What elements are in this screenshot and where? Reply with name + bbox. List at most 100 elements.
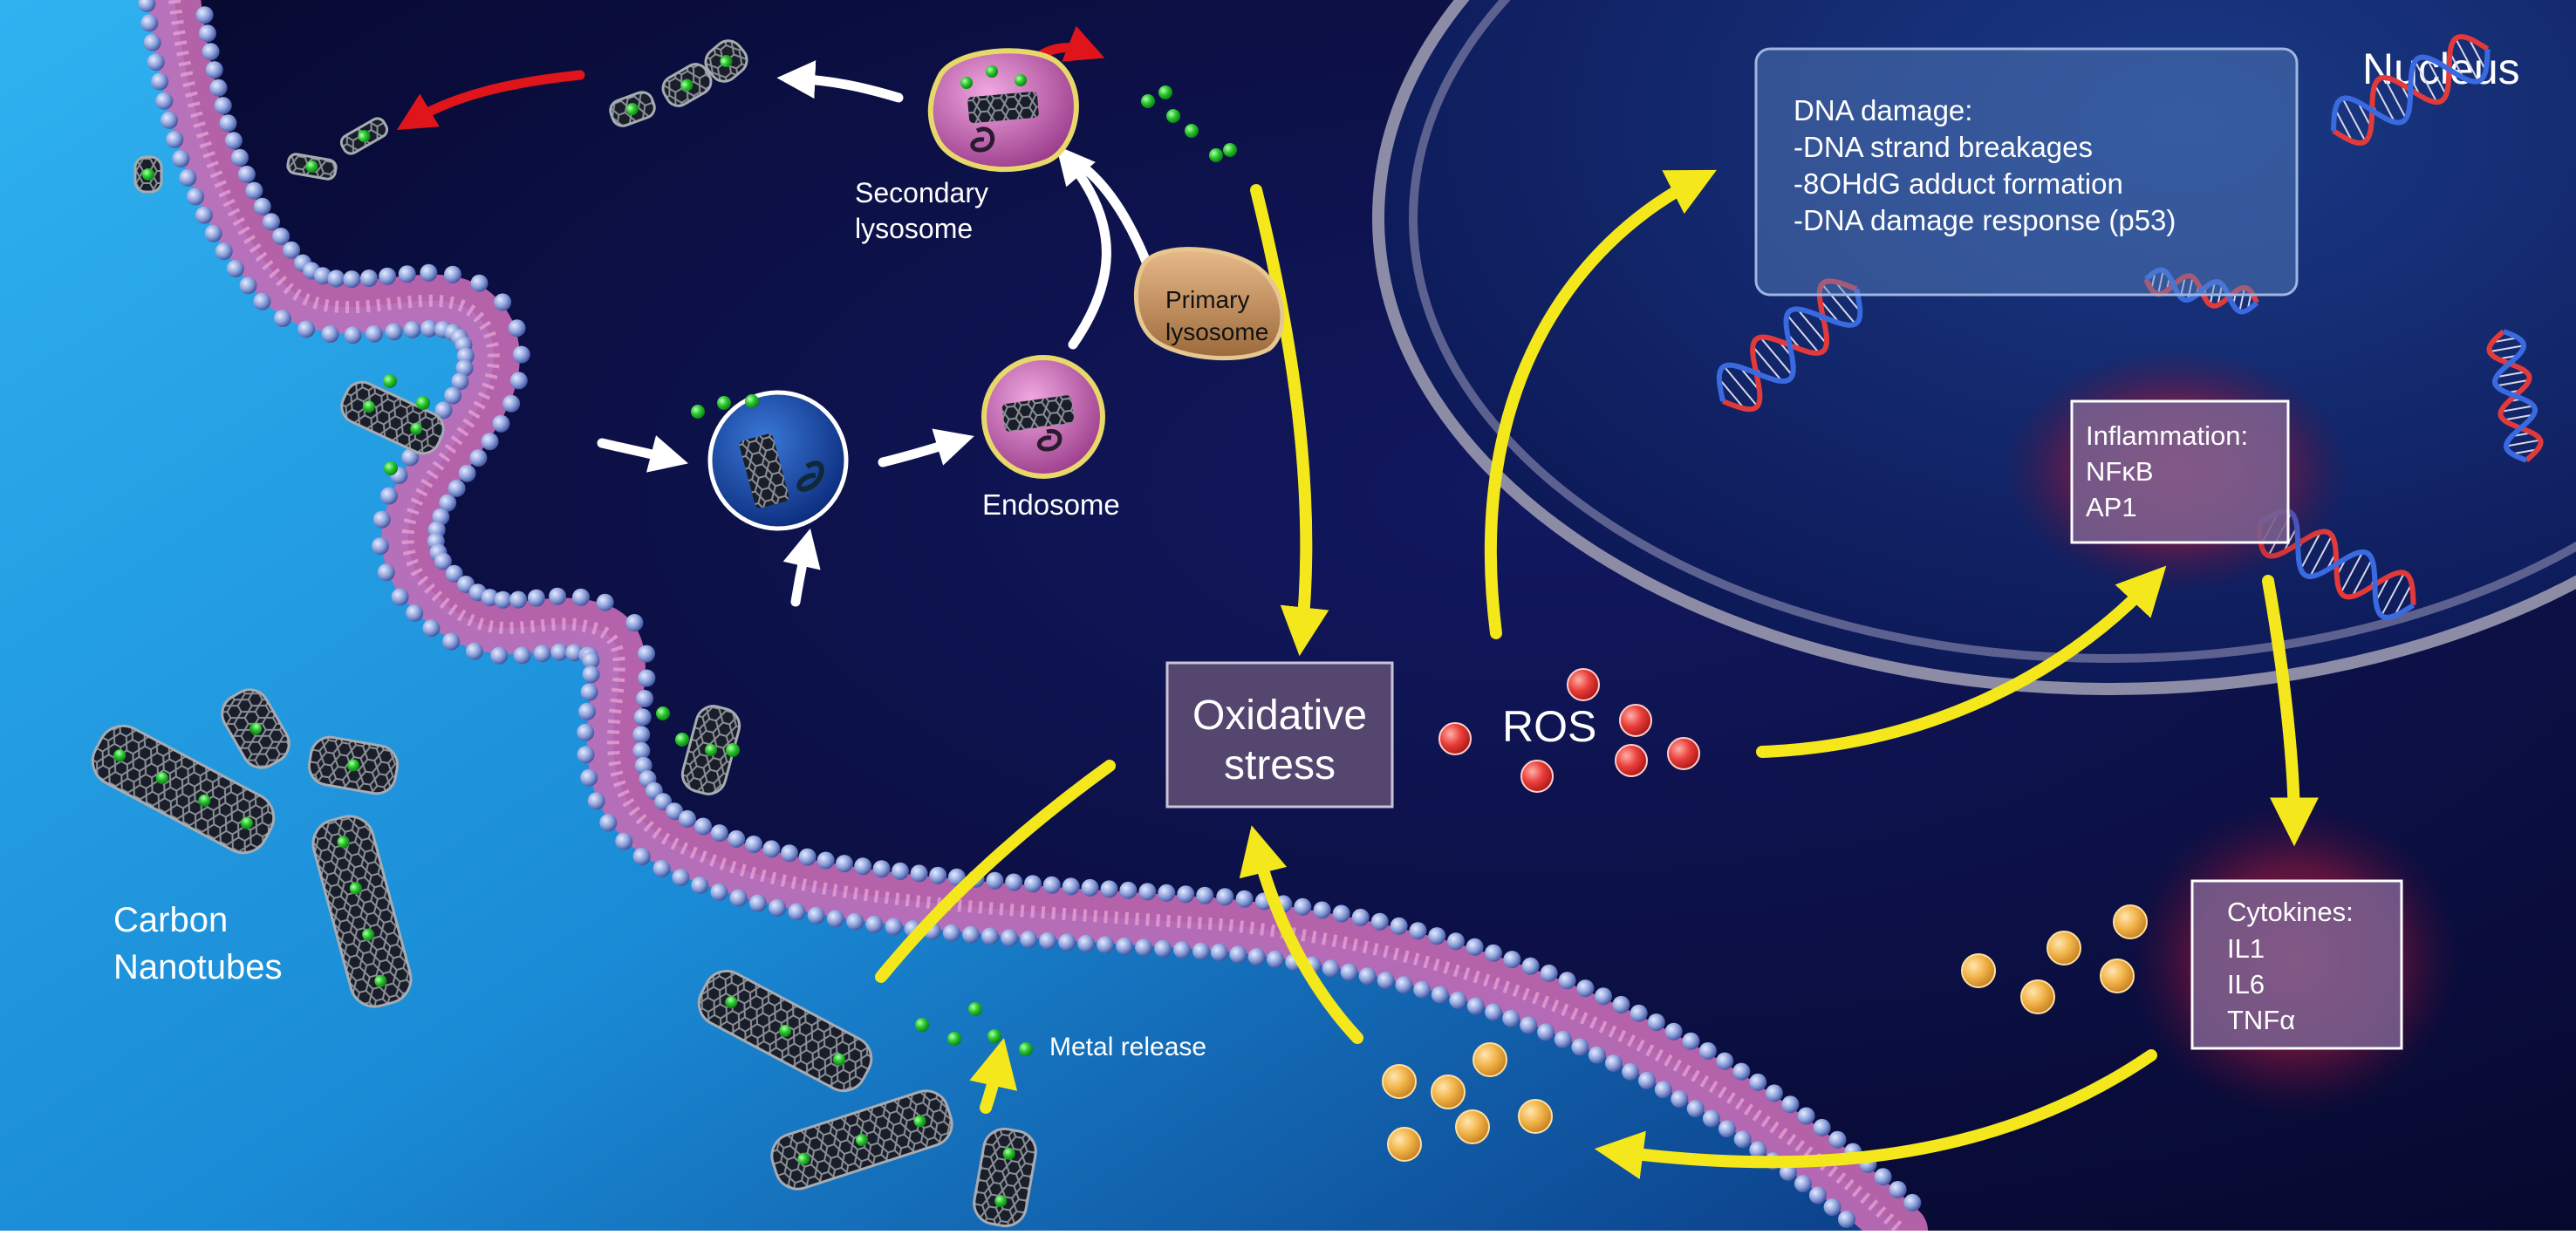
metal-catalyst	[142, 168, 154, 181]
lipid-head	[1733, 1130, 1752, 1149]
primary-lysosome-label-line1: Primary	[1165, 286, 1249, 313]
lipid-head	[910, 864, 928, 883]
lipid-head	[1732, 1062, 1751, 1081]
carbon-nanotube	[221, 688, 290, 769]
lipid-head	[372, 537, 389, 556]
nanotube-body	[340, 380, 445, 455]
lipid-head	[1216, 888, 1234, 906]
lipid-head	[465, 642, 483, 660]
lipid-head	[1294, 897, 1312, 916]
lipid-head	[633, 708, 652, 727]
metal-catalyst	[113, 749, 126, 762]
lipid-head	[1503, 951, 1521, 969]
lipid-head	[401, 448, 420, 467]
lipid-head	[632, 741, 651, 760]
lipid-head	[143, 33, 161, 51]
lipid-head	[587, 792, 605, 810]
dna-strand	[2331, 49, 2491, 132]
dna-strand	[2144, 267, 2259, 315]
lipid-head	[494, 590, 512, 609]
cytokine-ball	[1431, 1075, 1466, 1109]
lipid-head	[580, 683, 598, 701]
metal-catalyst	[362, 400, 375, 413]
dna-damage-box: DNA damage: -DNA strand breakages -8OHdG…	[1754, 47, 2299, 297]
lipid-head	[1005, 873, 1023, 891]
base-pair	[2455, 38, 2480, 82]
lipid-head	[1196, 886, 1214, 904]
cytokines-box: Cytokines: IL1 IL6 TNFα	[2128, 802, 2460, 1116]
lipid-head	[420, 263, 438, 282]
lipid-head	[745, 836, 763, 853]
metal-catalyst	[832, 1053, 845, 1066]
endosome-label: Endosome	[982, 488, 1120, 521]
lipid-head	[147, 53, 165, 72]
lipid-head	[865, 915, 884, 933]
lipid-head	[439, 494, 457, 512]
dna-helices	[1716, 33, 2544, 621]
inflammation-item: AP1	[2086, 492, 2137, 522]
metal-catalyst	[994, 1195, 1008, 1208]
lipid-head	[372, 510, 391, 529]
lipid-head	[710, 883, 728, 901]
metal-catalyst	[913, 1115, 926, 1128]
carbon-nanotube	[609, 91, 656, 127]
cytokines-item: TNFα	[2227, 1005, 2295, 1035]
arrow-inflammation-to-cytokines	[2262, 575, 2319, 847]
lipid-head	[273, 310, 291, 327]
base-pair	[2491, 337, 2518, 344]
secondary-lysosome-label-line2: lysosome	[855, 213, 973, 244]
lipid-head	[550, 643, 569, 661]
lipid-head	[1177, 885, 1195, 904]
base-pair	[1739, 366, 1760, 392]
lipid-head	[826, 910, 844, 928]
lipid-head	[380, 487, 398, 505]
lipid-head	[638, 645, 655, 663]
internalization-vesicle	[707, 390, 849, 531]
lipid-head	[379, 267, 397, 285]
base-pair	[2209, 281, 2217, 305]
metal-catalyst	[680, 78, 694, 92]
metal-ion	[745, 394, 759, 408]
lipid-head	[1671, 1090, 1689, 1109]
lipid-head	[508, 319, 526, 338]
lipid-head	[434, 401, 453, 420]
lipid-head	[391, 588, 409, 606]
metal-ion	[384, 461, 398, 475]
lipid-head	[444, 386, 462, 405]
lipid-head	[1135, 938, 1153, 957]
lipid-head	[1622, 1062, 1640, 1081]
metal-ion	[1209, 148, 1223, 162]
lipid-head	[1571, 1038, 1589, 1056]
base-pair	[1819, 299, 1841, 324]
base-pair	[2449, 51, 2464, 78]
base-pair	[2468, 38, 2487, 72]
lipid-head	[214, 97, 232, 115]
lipid-head	[632, 848, 651, 865]
base-pair	[2381, 572, 2406, 617]
lipid-head	[1540, 964, 1558, 982]
lipid-head	[377, 563, 395, 582]
metal-catalyst	[705, 744, 717, 756]
metal-catalyst	[626, 103, 639, 115]
lipid-head	[1808, 1186, 1827, 1204]
lipid-head	[451, 372, 469, 391]
lipid-head	[205, 61, 223, 79]
lipid-head	[513, 646, 531, 665]
lipid-head	[1358, 967, 1377, 986]
lipid-head	[1409, 922, 1427, 940]
lipid-head	[1813, 1118, 1831, 1136]
lipid-head	[1664, 1022, 1683, 1041]
cytokines-item: IL1	[2227, 933, 2265, 964]
lipid-head	[807, 906, 825, 925]
lipid-head	[1823, 1198, 1841, 1217]
carbon-nanotube	[661, 63, 713, 107]
lipid-head	[509, 372, 528, 390]
ros-ball	[1667, 737, 1700, 770]
lipid-head	[215, 242, 233, 261]
lipid-head	[1874, 1168, 1892, 1186]
lipid-head	[728, 829, 746, 848]
metal-catalyst	[155, 772, 168, 785]
metal-ion	[1223, 143, 1237, 157]
